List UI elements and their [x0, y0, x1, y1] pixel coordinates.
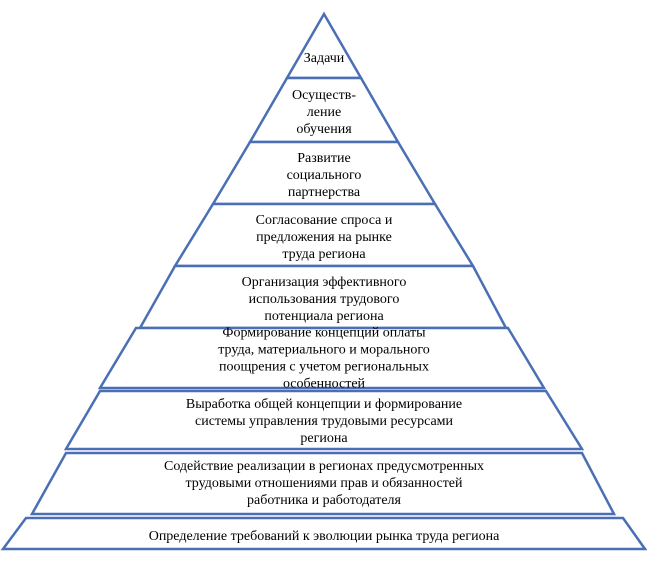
- pyramid-level-7: Выработка общей концепции и формирование…: [63, 389, 585, 451]
- pyramid-level-line: партнерства: [288, 185, 361, 200]
- pyramid-level-label: Задачи: [304, 51, 345, 66]
- pyramid-level-line: предложения на рынке: [256, 230, 392, 245]
- pyramid-level-line: Выработка общей концепции и формирование: [186, 397, 462, 412]
- pyramid-level-line: использования трудового: [249, 292, 400, 307]
- pyramid-level-2: Осуществ-ление обучения: [247, 76, 401, 144]
- pyramid-level-line: Развитие: [297, 151, 350, 166]
- pyramid-level-line: поощрения с учетом региональных: [219, 360, 429, 375]
- pyramid-level-shape: [97, 326, 547, 390]
- pyramid-level-3: Развитие социального партнерства: [210, 140, 438, 206]
- pyramid-level-line: Осуществ-: [292, 88, 356, 103]
- pyramid-level-shape: [29, 451, 617, 516]
- pyramid-level-label: Осуществ-ление обучения: [292, 88, 356, 137]
- pyramid-level-line: работника и работодателя: [247, 493, 402, 508]
- pyramid-level-shape: [284, 11, 364, 80]
- pyramid-level-line: труда региона: [282, 247, 366, 262]
- pyramid-level-shape: [0, 516, 647, 551]
- pyramid-level-4: Согласование спроса и предложения на рынк…: [172, 202, 476, 268]
- pyramid-level-label: Выработка общей концепции и формирование…: [186, 397, 462, 446]
- pyramid-level-line: Формирование концепций оплаты: [222, 326, 426, 341]
- pyramid-level-label: Организация эффективного использования тр…: [242, 275, 407, 324]
- pyramid-level-line: обучения: [296, 122, 352, 137]
- pyramid-level-label: Развитие социального партнерства: [287, 151, 362, 200]
- pyramid-level-line: системы управления трудовыми ресурсами: [195, 414, 454, 429]
- pyramid-level-line: социального: [287, 168, 362, 183]
- pyramid-level-label: Формирование концепций оплаты труда, мате…: [218, 326, 430, 392]
- pyramid-level-line: Согласование спроса и: [256, 213, 393, 228]
- pyramid-level-line: Организация эффективного: [242, 275, 407, 290]
- pyramid-level-label: Согласование спроса и предложения на рынк…: [256, 213, 393, 262]
- pyramid-level-1: Задачи: [284, 11, 364, 80]
- pyramid-level-line: региона: [300, 431, 348, 446]
- pyramid-level-line: потенциала региона: [264, 309, 384, 324]
- pyramid-level-9: Определение требований к эволюции рынка …: [0, 516, 647, 551]
- pyramid-level-5: Организация эффективного использования тр…: [137, 264, 509, 330]
- pyramid-level-line: трудовыми отношениями прав и обязанносте…: [185, 476, 463, 491]
- pyramid-level-line: Определение требований к эволюции рынка …: [149, 529, 500, 544]
- pyramid-level-6: Формирование концепций оплаты труда, мате…: [97, 326, 547, 392]
- pyramid-level-8: Содействие реализации в регионах предусм…: [29, 451, 617, 516]
- pyramid-level-line: особенностей: [283, 377, 366, 392]
- pyramid-level-line: Содействие реализации в регионах предусм…: [164, 459, 484, 474]
- pyramid-level-line: труда, материального и морального: [218, 343, 430, 358]
- pyramid-level-label: Содействие реализации в регионах предусм…: [164, 459, 484, 508]
- pyramid-level-label: Определение требований к эволюции рынка …: [149, 529, 500, 544]
- pyramid-level-line: Задачи: [304, 51, 345, 66]
- pyramid-level-line: ление: [307, 105, 341, 120]
- pyramid-level-shape: [63, 389, 585, 451]
